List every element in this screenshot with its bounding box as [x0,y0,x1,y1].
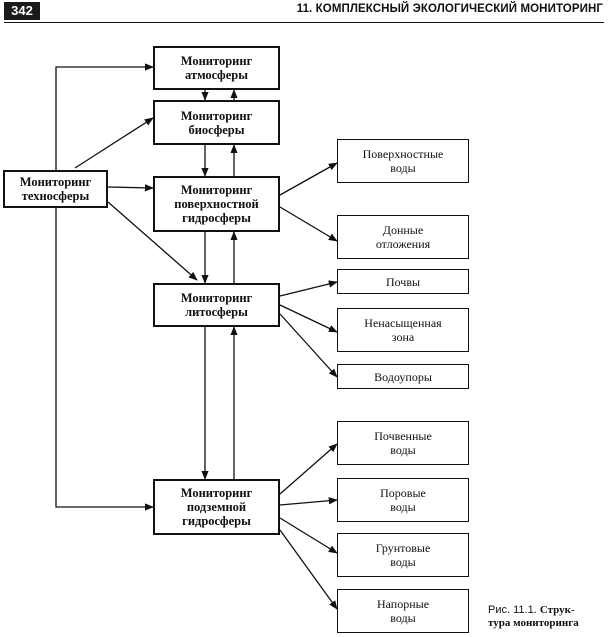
caption-text-line2: тура мониторинга [488,617,579,629]
edge-under-porewaters [279,497,338,506]
edge-hydro-surfacewaters [279,162,338,196]
node-lithosphere: Мониторинг литосферы [153,283,280,327]
header-rule [4,22,604,23]
node-bottom-sediments: Донные отложения [337,215,469,259]
node-unsaturated-zone: Ненасыщенная зона [337,308,469,352]
node-surface-waters: Поверхностные воды [337,139,469,183]
edge-techno-biosphere [74,117,154,169]
page-number: 342 [4,2,40,20]
node-pressure-waters: Напорные воды [337,589,469,633]
node-aquitards: Водоупоры [337,364,469,389]
edge-techno-lithosphere [107,201,198,281]
edge-litho-aquitards [279,313,338,378]
node-soil-waters: Почвенные воды [337,421,469,465]
edge-litho-soils [279,280,338,297]
edge-hydro-sediments [279,206,338,242]
edge-techno-atmosphere [55,63,154,170]
edge-under-soilwaters [279,443,338,495]
figure-caption: Рис. 11.1. Струк- тура мониторинга [488,604,579,630]
node-biosphere: Мониторинг биосферы [153,100,280,145]
edge-techno-underground [55,208,154,511]
node-soils: Почвы [337,269,469,294]
node-technosphere: Мониторинг техносферы [3,170,108,208]
edge-litho-unsat [279,304,338,333]
node-pore-waters: Поровые воды [337,478,469,522]
caption-label: Рис. 11.1. [488,604,537,616]
edge-under-groundwaters [279,517,338,554]
edge-techno-surface-hydro [107,184,154,192]
node-ground-waters: Грунтовые воды [337,533,469,577]
page-header: 342 11. КОМПЛЕКСНЫЙ ЭКОЛОГИЧЕСКИЙ МОНИТО… [0,0,611,24]
chapter-title: 11. КОМПЛЕКСНЫЙ ЭКОЛОГИЧЕСКИЙ МОНИТОРИНГ [296,3,603,15]
caption-text-line1: Струк- [539,604,575,616]
node-underground-hydrosphere: Мониторинг подземной гидросферы [153,479,280,535]
edge-under-pressurewaters [279,529,338,610]
node-atmosphere: Мониторинг атмосферы [153,46,280,90]
node-surface-hydrosphere: Мониторинг поверхностной гидросферы [153,176,280,232]
